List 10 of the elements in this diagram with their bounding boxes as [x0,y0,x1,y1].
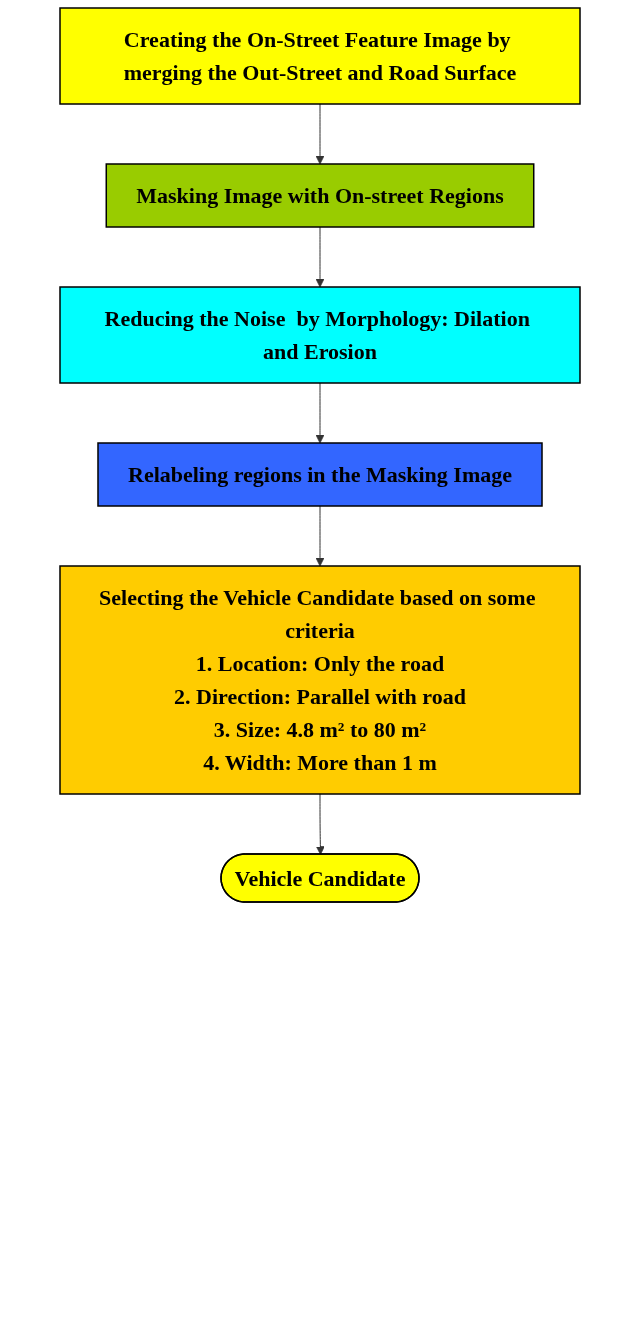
node-box: Selecting the Vehicle Candidate based on some criteria 1. Location: Only the road 2. Direction: Parallel with road 3. Size: 4.8 m² to 80 m² 4. Width: More than 1 m [58,565,581,795]
arrow [315,505,324,567]
node-box: Creating the On-Street Feature Image by merging the Out-Street and Road Surface [58,7,581,105]
arrow [315,103,324,165]
node-box: Masking Image with On-street Regions [105,163,534,228]
node-box: Relabeling regions in the Masking Image [96,442,543,507]
arrow [315,382,324,444]
node-box: Reducing the Noise by Morphology: Dilation and Erosion [58,286,581,384]
arrow [315,793,325,855]
arrow [315,226,324,288]
